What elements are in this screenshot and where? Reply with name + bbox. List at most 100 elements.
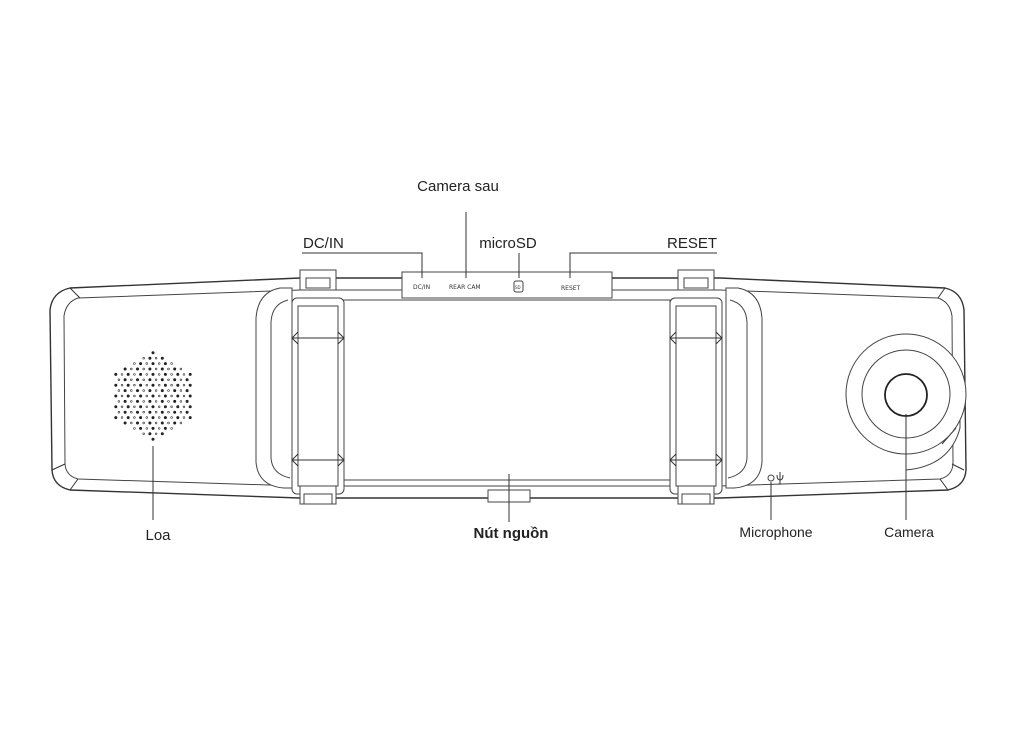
speaker-hole bbox=[176, 416, 180, 420]
speaker-hole bbox=[148, 367, 152, 371]
speaker-hole bbox=[142, 400, 145, 403]
speaker-hole bbox=[188, 394, 192, 398]
leader-reset bbox=[569, 252, 717, 278]
speaker-hole bbox=[123, 421, 127, 425]
speaker-hole bbox=[126, 405, 130, 409]
speaker-hole bbox=[139, 405, 143, 409]
speaker-hole bbox=[160, 410, 164, 414]
speaker-hole bbox=[167, 400, 170, 403]
speaker-hole bbox=[167, 367, 170, 371]
speaker-hole bbox=[163, 405, 167, 409]
speaker-hole bbox=[136, 421, 140, 425]
speaker-hole bbox=[114, 383, 118, 387]
speaker-hole bbox=[145, 394, 149, 398]
speaker-hole bbox=[139, 362, 143, 366]
speaker-hole bbox=[142, 389, 145, 392]
speaker-hole bbox=[130, 400, 133, 403]
speaker-hole bbox=[185, 410, 189, 414]
speaker-hole bbox=[136, 389, 140, 393]
speaker-hole bbox=[117, 411, 121, 414]
speaker-hole bbox=[160, 367, 164, 371]
speaker-hole bbox=[160, 432, 164, 436]
speaker-hole bbox=[126, 416, 130, 420]
speaker-hole bbox=[136, 399, 140, 403]
speaker-hole bbox=[173, 367, 177, 371]
speaker-hole bbox=[142, 421, 145, 425]
speaker-hole bbox=[148, 421, 152, 425]
speaker-hole bbox=[148, 378, 152, 382]
speaker-hole bbox=[185, 389, 189, 393]
speaker-hole bbox=[173, 378, 177, 382]
speaker-hole bbox=[142, 432, 145, 435]
speaker-hole bbox=[145, 373, 149, 376]
speaker-hole bbox=[154, 432, 158, 435]
speaker-hole bbox=[182, 384, 186, 387]
left-strap bbox=[291, 269, 345, 505]
speaker-hole bbox=[151, 351, 155, 355]
speaker-hole bbox=[160, 421, 164, 425]
right-strap bbox=[669, 269, 723, 505]
speaker-hole bbox=[123, 389, 127, 393]
speaker-hole bbox=[139, 426, 143, 430]
speaker-hole bbox=[158, 394, 161, 398]
speaker-hole bbox=[160, 356, 164, 360]
speaker-hole bbox=[163, 426, 167, 430]
speaker-hole bbox=[160, 378, 164, 382]
speaker-hole bbox=[148, 410, 152, 414]
speaker-hole bbox=[123, 378, 127, 382]
speaker-hole bbox=[133, 373, 136, 376]
speaker-hole bbox=[133, 394, 136, 398]
label-camera-sau: Camera sau bbox=[417, 178, 499, 195]
speaker-hole bbox=[139, 416, 143, 420]
speaker-hole bbox=[151, 394, 155, 398]
speaker-hole bbox=[158, 384, 161, 387]
speaker-hole bbox=[188, 416, 192, 420]
sd-slot bbox=[513, 280, 524, 293]
speaker-hole bbox=[130, 411, 133, 414]
speaker-hole bbox=[120, 416, 124, 419]
speaker-hole bbox=[182, 416, 186, 419]
speaker-hole bbox=[142, 357, 145, 360]
speaker-hole bbox=[167, 378, 170, 381]
corner-bevels bbox=[51, 287, 965, 491]
speaker-hole bbox=[167, 421, 170, 425]
speaker-grille bbox=[114, 351, 192, 441]
speaker-hole bbox=[173, 399, 177, 403]
speaker-hole bbox=[120, 373, 124, 376]
speaker-hole bbox=[126, 383, 130, 387]
speaker-hole bbox=[114, 394, 118, 398]
speaker-hole bbox=[123, 367, 127, 371]
speaker-hole bbox=[130, 378, 133, 381]
speaker-hole bbox=[176, 394, 180, 398]
speaker-hole bbox=[154, 357, 158, 360]
speaker-hole bbox=[136, 378, 140, 382]
speaker-hole bbox=[170, 394, 173, 398]
speaker-hole bbox=[151, 426, 155, 430]
speaker-hole bbox=[117, 400, 121, 403]
speaker-hole bbox=[136, 410, 140, 414]
speaker-hole bbox=[145, 384, 149, 387]
label-loa: Loa bbox=[145, 527, 171, 544]
speaker-hole bbox=[145, 427, 149, 430]
speaker-hole bbox=[154, 367, 158, 371]
speaker-hole bbox=[130, 421, 133, 425]
speaker-hole bbox=[185, 378, 189, 382]
speaker-hole bbox=[120, 405, 124, 408]
speaker-hole bbox=[151, 405, 155, 409]
speaker-hole bbox=[188, 405, 192, 409]
speaker-hole bbox=[160, 389, 164, 393]
port-panel: DC/IN REAR CAM SD RESET bbox=[401, 271, 613, 299]
speaker-hole bbox=[133, 362, 136, 365]
speaker-hole bbox=[173, 389, 177, 393]
speaker-hole bbox=[163, 372, 167, 376]
speaker-hole bbox=[176, 405, 180, 409]
microphone-icon bbox=[767, 472, 784, 485]
speaker-hole bbox=[176, 383, 180, 387]
speaker-hole bbox=[182, 373, 186, 376]
speaker-hole bbox=[145, 362, 149, 365]
speaker-hole bbox=[170, 416, 173, 419]
port-label-reset: RESET bbox=[561, 285, 581, 292]
speaker-hole bbox=[120, 394, 124, 398]
speaker-hole bbox=[133, 384, 136, 387]
